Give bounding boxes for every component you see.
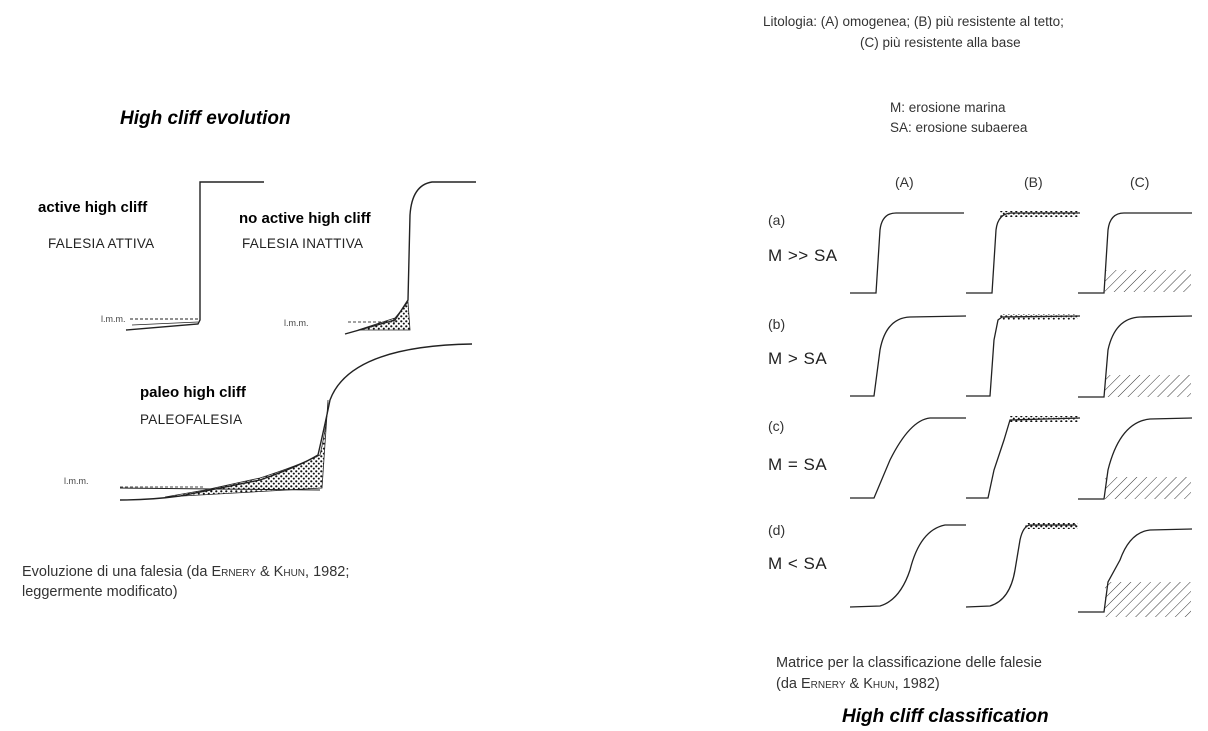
legend-marine: M: erosione marina <box>890 100 1006 115</box>
right-caption-author1: Ernery <box>801 676 846 692</box>
row-relation-a: M >> SA <box>768 246 838 265</box>
matrix-cell-d-B <box>965 523 1078 608</box>
panel-active-italian: FALESIA ATTIVA <box>48 236 155 251</box>
panel-paleo-italian: PALEOFALESIA <box>140 412 243 427</box>
matrix-cell-d-A <box>849 524 966 608</box>
right-caption-line2: (da Ernery & Khun, 1982) <box>776 676 940 693</box>
right-caption-suffix: , 1982) <box>894 676 940 692</box>
matrix-cell-a-A <box>850 212 964 294</box>
matrix-cell-c-C <box>1078 417 1193 500</box>
row-label-d: (d) <box>768 522 786 538</box>
left-caption-line2: leggermente modificato) <box>22 584 178 600</box>
panel-active-sea-level: l.m.m. <box>101 314 126 324</box>
lithology-line1: Litologia: (A) omogenea; (B) più resiste… <box>763 14 1064 29</box>
matrix-cell-d-C <box>1078 528 1193 617</box>
matrix-cell-c-A-hatch-a <box>1078 212 1192 294</box>
matrix-cell-b-B <box>966 314 1081 397</box>
left-caption-amp: & <box>255 564 274 580</box>
matrix-cell-b-A <box>850 315 967 397</box>
matrix-cell-c-A <box>850 417 966 499</box>
panel-paleo-label: paleo high cliff <box>140 384 246 401</box>
left-caption-prefix: Evoluzione di una falesia (da <box>22 564 212 580</box>
panel-inactive-italian: FALESIA INATTIVA <box>242 236 364 251</box>
right-caption-line1: Matrice per la classificazione delle fal… <box>776 655 1042 671</box>
right-caption-prefix: (da <box>776 676 801 692</box>
row-label-b: (b) <box>768 316 786 332</box>
left-caption-suffix: , 1982; <box>305 564 350 580</box>
left-title: High cliff evolution <box>120 108 291 129</box>
column-header-A: (A) <box>895 174 914 190</box>
panel-paleo-sea-level: l.m.m. <box>64 476 89 486</box>
lithology-line2: (C) più resistente alla base <box>860 35 1021 50</box>
row-label-c: (c) <box>768 418 785 434</box>
panel-inactive-label: no active high cliff <box>239 210 371 227</box>
paleo-cliff-profile <box>119 343 473 501</box>
column-header-C: (C) <box>1130 174 1150 190</box>
left-caption-author2: Khun <box>273 564 306 580</box>
right-caption-amp: & <box>845 676 864 692</box>
left-caption-author1: Ernery <box>211 564 256 580</box>
row-relation-c: M = SA <box>768 455 828 474</box>
left-caption: Evoluzione di una falesia (da Ernery & K… <box>22 564 349 581</box>
right-title: High cliff classification <box>842 706 1049 727</box>
matrix-cell-a-B <box>966 211 1080 294</box>
active-cliff-profile <box>125 181 264 331</box>
row-label-a: (a) <box>768 212 786 228</box>
row-relation-b: M > SA <box>768 349 828 368</box>
column-header-B: (B) <box>1024 174 1043 190</box>
right-caption-author2: Khun <box>863 676 895 692</box>
row-relation-d: M < SA <box>768 554 828 573</box>
matrix-cell-c-B <box>966 416 1081 499</box>
inactive-cliff-profile <box>344 181 476 335</box>
panel-active-label: active high cliff <box>38 199 148 216</box>
legend-subaerial: SA: erosione subaerea <box>890 120 1028 135</box>
panel-inactive-sea-level: l.m.m. <box>284 318 309 328</box>
matrix-cell-b-C <box>1078 315 1193 398</box>
